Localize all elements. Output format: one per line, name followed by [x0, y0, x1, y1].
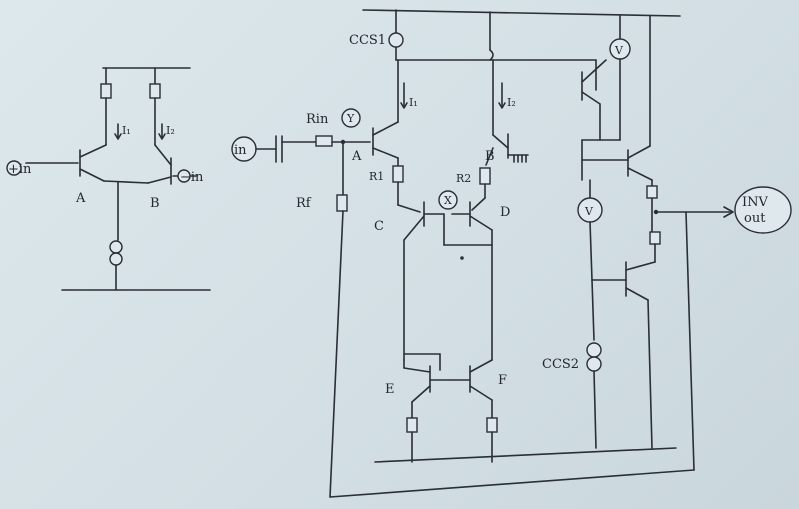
voltmeter-middle-label: V: [584, 205, 594, 218]
left-resistor-2: [149, 83, 161, 99]
node-a-label: A: [351, 149, 362, 164]
r1-label: R1: [369, 170, 384, 183]
node-e-label: E: [385, 382, 395, 397]
main-amplifier-circuit: CCS1 in Rin Y A Rf I₁: [231, 9, 792, 498]
ccs1-current-source: [388, 32, 404, 48]
left-in-plus-terminal: [6, 160, 22, 176]
rf-label: Rf: [296, 196, 312, 211]
e-emitter-resistor: [406, 417, 418, 433]
node-f-label: F: [498, 373, 507, 388]
y-test-point: [341, 108, 361, 128]
output-label-line2: out: [744, 211, 766, 226]
rf-resistor: [336, 194, 348, 212]
lower-emitter-resistor: [649, 231, 661, 245]
left-node-b-label: B: [150, 196, 160, 211]
i2-label: I₂: [507, 96, 516, 109]
left-differential-pair: +in −in A B I₁ I₂: [6, 67, 211, 291]
rin-resistor: [315, 135, 333, 147]
inv-output-terminal: [734, 186, 792, 234]
node-b-label: B: [485, 149, 495, 164]
input-label: in: [234, 143, 247, 158]
main-bottom-rail: [374, 447, 677, 463]
output-label-line1: INV: [742, 195, 769, 210]
i1-label: I₁: [409, 96, 418, 109]
r2-resistor: [479, 167, 491, 185]
r2-label: R2: [456, 172, 471, 185]
x-test-point: [438, 190, 458, 210]
ccs1-label: CCS1: [349, 33, 386, 48]
left-i2-label: I₂: [166, 124, 175, 137]
ccs2-label: CCS2: [542, 357, 579, 372]
f-emitter-resistor: [486, 417, 498, 433]
left-i1-label: I₁: [122, 124, 131, 137]
upper-emitter-resistor: [646, 185, 658, 199]
left-node-a-label: A: [75, 191, 86, 206]
rin-label: Rin: [306, 112, 329, 127]
left-in-plus-label: +in: [8, 162, 32, 177]
r1-resistor: [392, 165, 404, 183]
y-test-point-label: Y: [346, 112, 355, 125]
left-current-source-lower: [109, 252, 123, 266]
ccs2-current-source-lower: [586, 356, 602, 372]
left-in-minus-label: −in: [180, 170, 204, 185]
node-d-label: D: [500, 205, 510, 220]
left-in-minus-terminal: [177, 169, 191, 183]
ccs2-current-source-upper: [586, 342, 602, 358]
ground-symbol: [513, 154, 527, 163]
node-c-label: C: [374, 219, 384, 234]
left-resistor-1: [100, 83, 112, 99]
x-test-point-label: X: [444, 194, 452, 207]
voltmeter-top-label: V: [614, 44, 624, 57]
main-top-rail: [362, 9, 681, 17]
left-current-source-upper: [109, 240, 123, 254]
